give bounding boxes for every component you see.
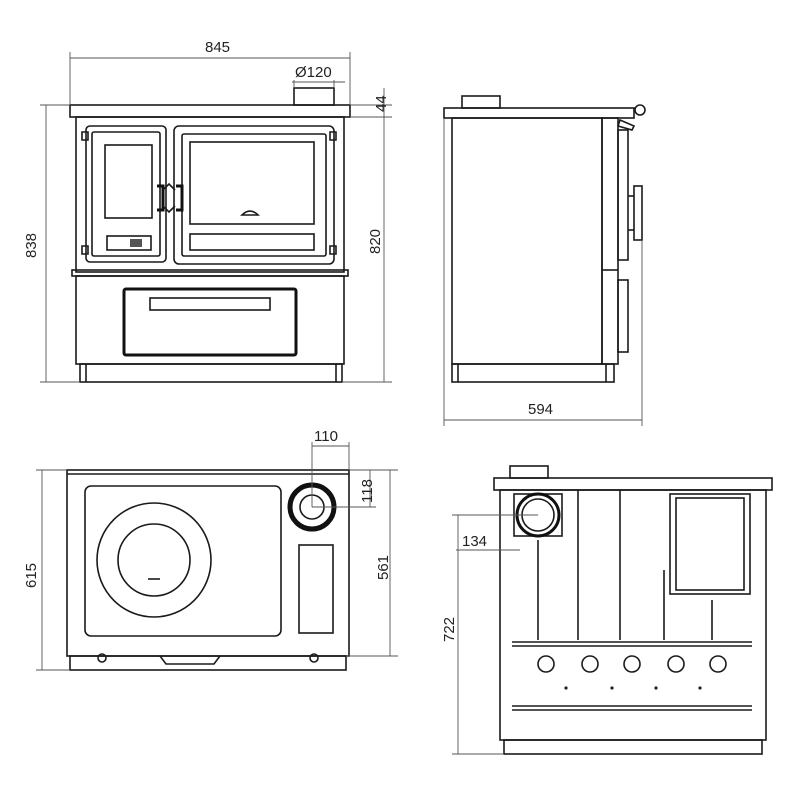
top-view-dimensions: 615 561 110 118: [23, 428, 398, 671]
top-thickness-label: 44: [373, 95, 390, 112]
back-view: [493, 465, 773, 755]
front-height-label: 838: [23, 233, 40, 258]
back-flue-label: 134: [462, 533, 487, 550]
flue-offset-x-label: 110: [314, 428, 338, 445]
front-view: [69, 87, 351, 383]
flue-offset-y-label: 118: [359, 479, 376, 503]
body-height-label: 820: [367, 229, 384, 254]
back-height-label: 722: [441, 617, 458, 642]
front-view-dimensions: 845 Ø120 44 838 820: [23, 39, 392, 383]
side-view-dimensions: 594: [443, 118, 643, 426]
top-view: [66, 469, 350, 671]
back-view-dimensions: 134 722: [441, 514, 538, 755]
top-depth-label: 615: [23, 563, 40, 588]
front-width-label: 845: [205, 39, 230, 56]
flue-diameter-label: Ø120: [295, 64, 332, 81]
side-view: [443, 95, 646, 383]
top-inner-depth-label: 561: [375, 555, 392, 580]
side-depth-label: 594: [528, 401, 553, 418]
